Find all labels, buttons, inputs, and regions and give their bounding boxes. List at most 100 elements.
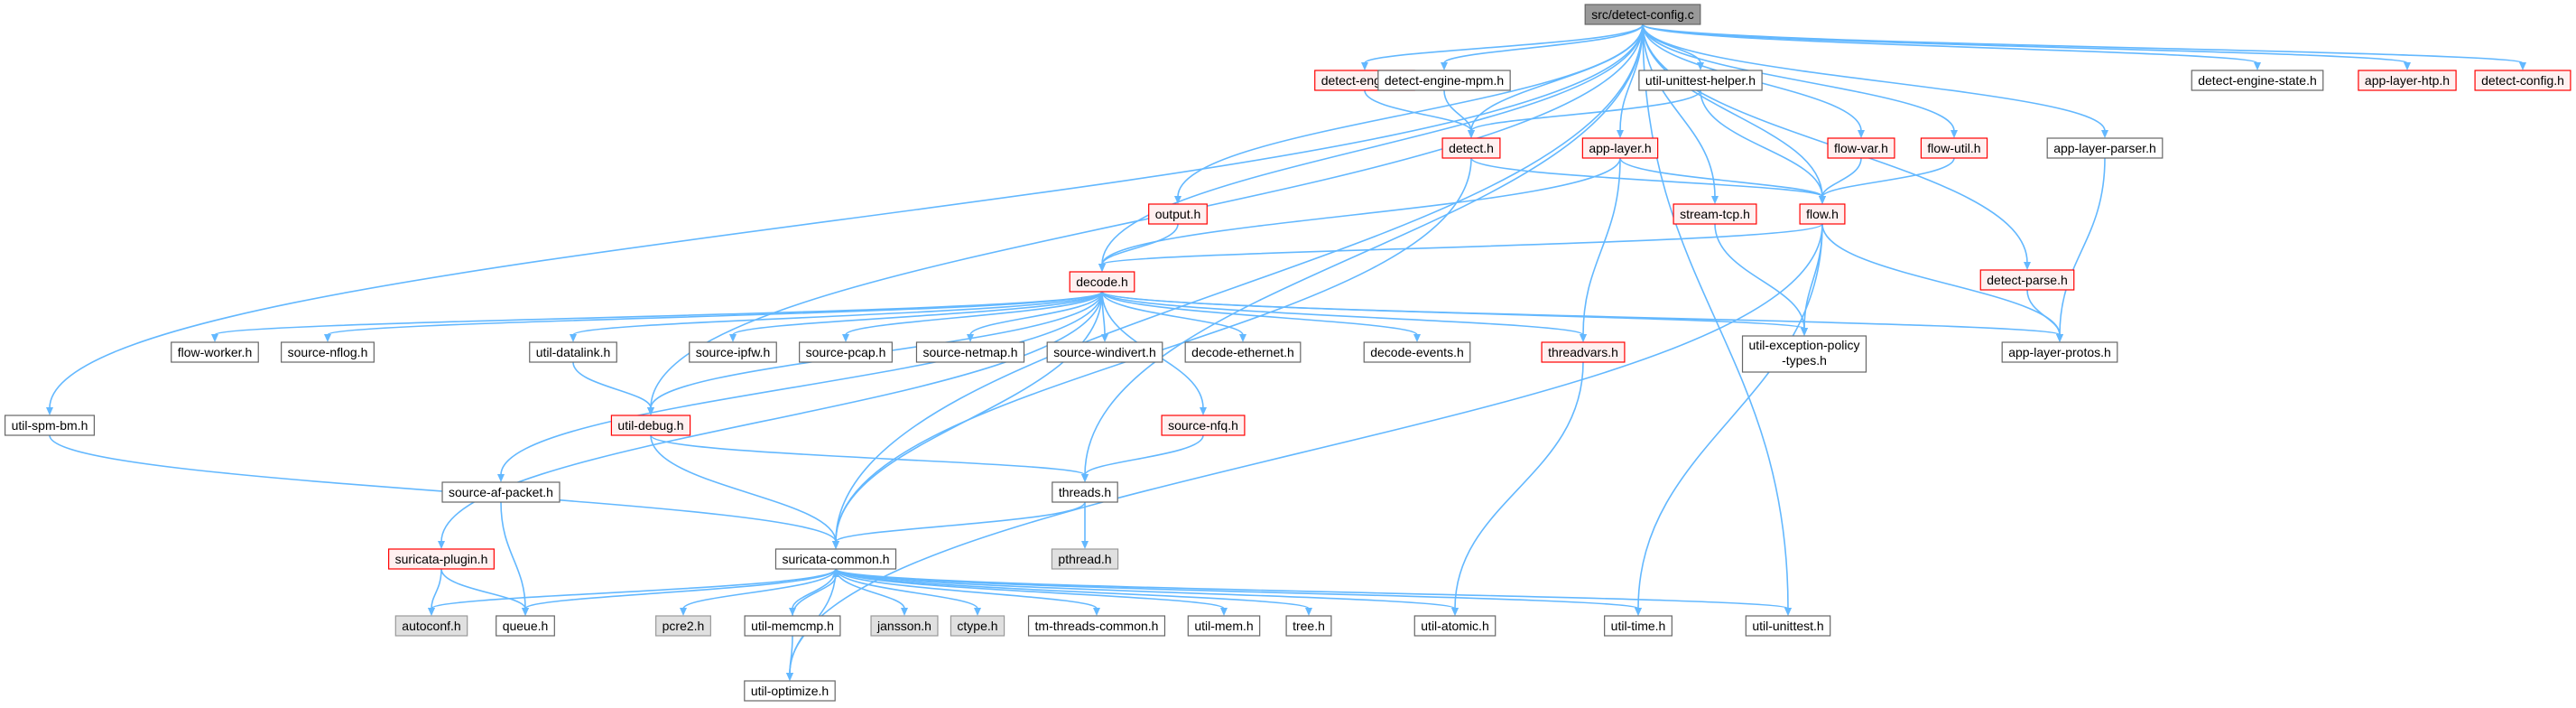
node-util-unittest[interactable]: util-unittest.h — [1745, 615, 1831, 637]
node-label: pthread.h — [1058, 552, 1111, 566]
node-box — [1799, 203, 1846, 225]
arrowhead — [974, 608, 981, 616]
edge-root-to-detect-engine-mpm — [1443, 23, 1644, 64]
node-box — [1441, 137, 1501, 159]
node-source-nfq[interactable]: source-nfq.h — [1161, 415, 1246, 436]
node-util-mem[interactable]: util-mem.h — [1187, 615, 1261, 637]
node-threads[interactable]: threads.h — [1052, 481, 1118, 503]
node-util-memcmp[interactable]: util-memcmp.h — [744, 615, 841, 637]
edge-suricata-common-to-tm-threads-common — [835, 568, 1098, 610]
arrowhead — [1711, 196, 1719, 204]
node-detect-config[interactable]: detect-config.h — [2474, 70, 2571, 91]
node-util-optimize[interactable]: util-optimize.h — [744, 680, 836, 702]
edge-detect-parse-to-app-layer-protos — [2026, 289, 2061, 336]
node-label: source-af-packet.h — [449, 485, 553, 499]
arrowhead — [2254, 62, 2261, 70]
node-flow-var[interactable]: flow-var.h — [1827, 137, 1895, 159]
node-box — [5, 415, 95, 436]
node-app-layer-htp[interactable]: app-layer-htp.h — [2358, 70, 2457, 91]
arrowhead — [647, 407, 654, 415]
node-flow-worker[interactable]: flow-worker.h — [171, 341, 259, 363]
node-util-time[interactable]: util-time.h — [1604, 615, 1673, 637]
node-app-layer-parser[interactable]: app-layer-parser.h — [2046, 137, 2164, 159]
node-detect-parse[interactable]: detect-parse.h — [1979, 269, 2075, 291]
edge-util-debug-to-threads — [650, 434, 1086, 476]
node-app-layer[interactable]: app-layer.h — [1581, 137, 1659, 159]
node-util-datalink[interactable]: util-datalink.h — [529, 341, 617, 363]
node-box — [744, 615, 841, 637]
edge-decode-to-source-netmap — [969, 291, 1103, 336]
node-tree[interactable]: tree.h — [1285, 615, 1332, 637]
arrowhead — [1801, 328, 1808, 336]
node-detect[interactable]: detect.h — [1441, 137, 1501, 159]
node-flow[interactable]: flow.h — [1799, 203, 1846, 225]
arrowhead — [680, 608, 687, 616]
arrowhead — [2056, 334, 2063, 342]
node-box — [2191, 70, 2324, 91]
node-box — [774, 548, 897, 570]
edge-root-to-app-layer-parser — [1642, 23, 2106, 132]
node-box — [1046, 341, 1163, 363]
arrowhead — [1200, 407, 1207, 415]
node-label: source-nfq.h — [1168, 418, 1238, 433]
node-stream-tcp[interactable]: stream-tcp.h — [1673, 203, 1757, 225]
node-box — [655, 615, 711, 637]
node-util-exception[interactable]: util-exception-policy-types.h — [1741, 335, 1867, 373]
arrowhead — [1174, 196, 1181, 204]
node-label: decode.h — [1076, 275, 1128, 289]
edge-root-to-suricata-common — [835, 23, 1644, 543]
node-app-layer-protos[interactable]: app-layer-protos.h — [2001, 341, 2118, 363]
node-detect-engine-mpm[interactable]: detect-engine-mpm.h — [1377, 70, 1511, 91]
node-pthread[interactable]: pthread.h — [1051, 548, 1119, 570]
node-label: decode-events.h — [1370, 345, 1464, 359]
node-suricata-plugin[interactable]: suricata-plugin.h — [388, 548, 495, 570]
node-decode-ethernet[interactable]: decode-ethernet.h — [1184, 341, 1302, 363]
node-ctype[interactable]: ctype.h — [950, 615, 1005, 637]
edge-root-to-stream-tcp — [1642, 23, 1716, 198]
node-label: pcre2.h — [663, 619, 705, 633]
node-pcre2[interactable]: pcre2.h — [655, 615, 711, 637]
node-autoconf[interactable]: autoconf.h — [394, 615, 468, 637]
node-box — [388, 548, 495, 570]
arrowhead — [901, 608, 908, 616]
node-util-debug[interactable]: util-debug.h — [610, 415, 691, 436]
node-source-windivert[interactable]: source-windivert.h — [1046, 341, 1163, 363]
edge-root-to-detect-config — [1642, 23, 2524, 64]
node-decode-events[interactable]: decode-events.h — [1363, 341, 1471, 363]
graph-nodes: src/detect-config.cdetect-engine.hdetect… — [5, 4, 2571, 702]
edge-flow-to-decode — [1101, 223, 1823, 266]
node-label: suricata-plugin.h — [395, 552, 488, 566]
edge-suricata-common-to-util-time — [835, 568, 1639, 610]
node-jansson[interactable]: jansson.h — [870, 615, 939, 637]
node-root[interactable]: src/detect-config.c — [1584, 4, 1701, 25]
node-util-spm-bm[interactable]: util-spm-bm.h — [5, 415, 95, 436]
node-source-pcap[interactable]: source-pcap.h — [799, 341, 893, 363]
node-threadvars[interactable]: threadvars.h — [1541, 341, 1626, 363]
node-box — [1413, 615, 1496, 637]
arrowhead — [786, 673, 793, 681]
edge-suricata-plugin-to-autoconf — [431, 568, 442, 610]
node-output[interactable]: output.h — [1148, 203, 1208, 225]
edge-suricata-common-to-tree — [835, 568, 1310, 610]
arrowhead — [1093, 608, 1100, 616]
node-suricata-common[interactable]: suricata-common.h — [774, 548, 897, 570]
node-decode[interactable]: decode.h — [1069, 271, 1135, 293]
node-flow-util[interactable]: flow-util.h — [1920, 137, 1988, 159]
edge-detect-engine-mpm-to-detect — [1443, 89, 1472, 132]
edge-flow-to-util-optimize — [789, 223, 1823, 675]
node-util-atomic[interactable]: util-atomic.h — [1413, 615, 1496, 637]
node-source-af-packet[interactable]: source-af-packet.h — [441, 481, 561, 503]
node-detect-engine-state[interactable]: detect-engine-state.h — [2191, 70, 2324, 91]
node-source-netmap[interactable]: source-netmap.h — [915, 341, 1025, 363]
node-util-unittest-helper[interactable]: util-unittest-helper.h — [1638, 70, 1763, 91]
node-queue[interactable]: queue.h — [496, 615, 555, 637]
node-tm-threads-common[interactable]: tm-threads-common.h — [1027, 615, 1166, 637]
node-source-ipfw[interactable]: source-ipfw.h — [689, 341, 777, 363]
arrowhead — [832, 541, 839, 549]
edge-app-layer-to-decode — [1101, 157, 1621, 266]
edge-detect-to-flow — [1470, 157, 1823, 198]
node-source-nflog[interactable]: source-nflog.h — [281, 341, 375, 363]
edge-root-to-detect-engine — [1364, 23, 1644, 64]
arrowhead — [211, 334, 218, 342]
